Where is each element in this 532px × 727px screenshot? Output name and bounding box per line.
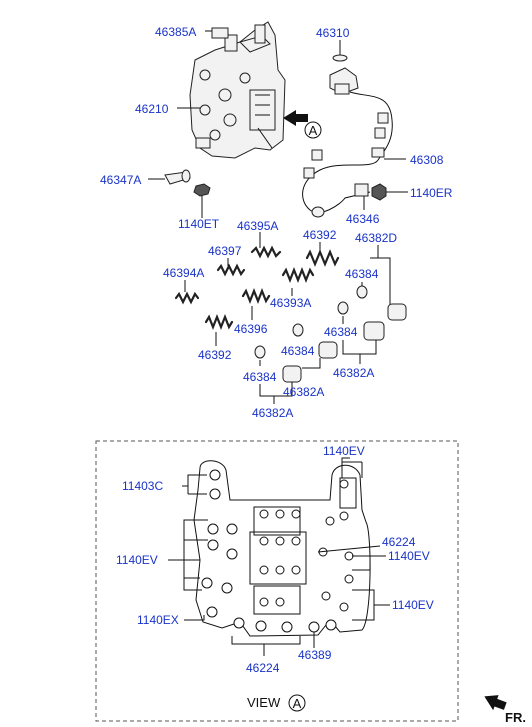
spring-46393A bbox=[281, 267, 315, 283]
bolt-1140ER bbox=[371, 183, 395, 201]
label-46384-m: 46384 bbox=[281, 344, 315, 358]
callout-a-label: A bbox=[309, 123, 318, 138]
label-46396: 46396 bbox=[234, 322, 268, 336]
label-46382D: 46382D bbox=[355, 231, 397, 245]
label-46392-bottom: 46392 bbox=[198, 348, 232, 362]
label-46347A: 46347A bbox=[100, 173, 141, 187]
label-1140EV-r2: 1140EV bbox=[392, 598, 434, 612]
label-46310: 46310 bbox=[316, 26, 350, 40]
label-11403C: 11403C bbox=[122, 479, 163, 493]
view-a-frame bbox=[95, 440, 459, 722]
spring-46394A bbox=[174, 291, 200, 305]
bolt-1140ET bbox=[193, 183, 211, 208]
label-46224-b: 46224 bbox=[246, 661, 280, 675]
spring-46392-top bbox=[305, 249, 340, 267]
separator-plate bbox=[193, 460, 371, 637]
leader-lines-view bbox=[168, 457, 390, 656]
o-rings-46384 bbox=[254, 285, 368, 359]
label-1140ER: 1140ER bbox=[410, 186, 453, 200]
front-direction-indicator: FR. bbox=[484, 695, 526, 725]
bracket-46385A bbox=[211, 27, 229, 39]
spring-46395A bbox=[250, 245, 282, 259]
label-46210: 46210 bbox=[135, 102, 169, 116]
valve-body-assembly-46210 bbox=[189, 21, 286, 159]
label-46224-r: 46224 bbox=[382, 535, 416, 549]
label-46393A: 46393A bbox=[270, 296, 311, 310]
plugs-46382 bbox=[282, 303, 407, 383]
view-a-caption: VIEW A bbox=[247, 694, 306, 712]
label-1140EV-top: 1140EV bbox=[323, 444, 365, 458]
spring-46396 bbox=[241, 288, 271, 304]
label-46394A: 46394A bbox=[163, 266, 204, 280]
label-46382A-m: 46382A bbox=[283, 385, 324, 399]
pipe-46347A bbox=[164, 169, 191, 185]
label-46382A-b: 46382A bbox=[252, 406, 293, 420]
label-46384-l: 46384 bbox=[243, 370, 277, 384]
view-caption-circle-a: A bbox=[293, 696, 302, 711]
label-46397: 46397 bbox=[208, 244, 242, 258]
spring-46392-bottom bbox=[204, 314, 234, 330]
label-46384-r2: 46384 bbox=[324, 325, 358, 339]
plate-bolts bbox=[201, 469, 354, 633]
label-1140EV-l: 1140EV bbox=[116, 553, 158, 567]
label-46384-r1: 46384 bbox=[345, 267, 379, 281]
spring-46397 bbox=[216, 263, 246, 277]
front-label: FR. bbox=[505, 710, 526, 725]
label-46385A: 46385A bbox=[155, 25, 196, 39]
label-46392-top: 46392 bbox=[303, 228, 337, 242]
front-arrow-icon bbox=[484, 695, 507, 711]
view-caption-text: VIEW bbox=[247, 695, 281, 710]
view-arrow-callout: A bbox=[283, 110, 322, 139]
label-1140EV-r1: 1140EV bbox=[388, 549, 430, 563]
label-1140ET: 1140ET bbox=[178, 217, 220, 231]
label-1140EX: 1140EX bbox=[137, 613, 179, 627]
label-46395A: 46395A bbox=[237, 219, 278, 233]
leader-lines-top bbox=[148, 30, 408, 404]
label-46382A-r: 46382A bbox=[333, 366, 374, 380]
label-46389: 46389 bbox=[298, 648, 332, 662]
label-46308: 46308 bbox=[410, 153, 444, 167]
label-46346: 46346 bbox=[346, 212, 380, 226]
